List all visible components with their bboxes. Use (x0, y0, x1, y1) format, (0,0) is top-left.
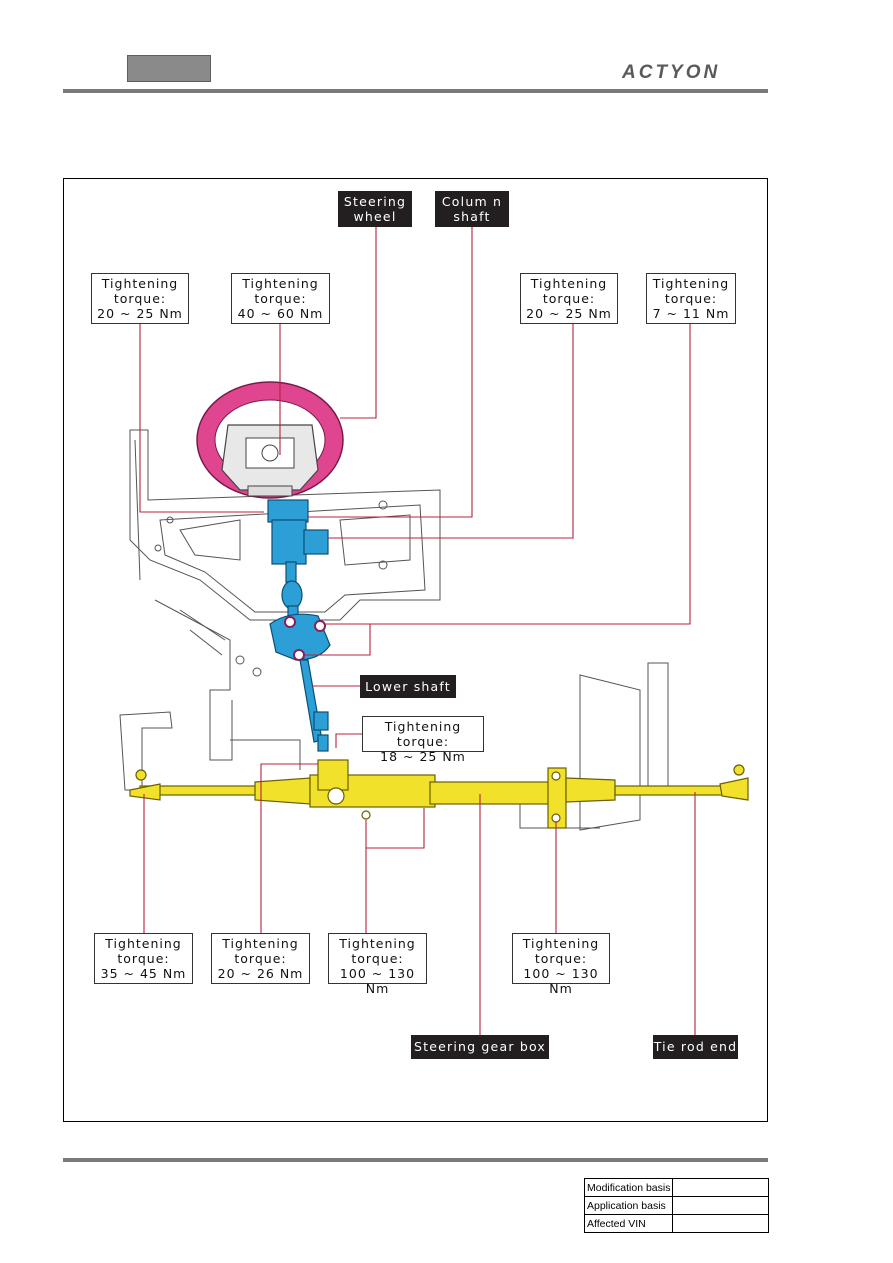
header-rule (63, 89, 768, 93)
leader-lines (139, 227, 696, 1035)
torque-box-5: Tightening torque:18 ~ 25 Nm (362, 716, 484, 764)
footer-rule (63, 1158, 768, 1162)
label-tie-rod-end: Tie rod end (653, 1035, 738, 1059)
application-basis-label: Application basis (583, 1196, 674, 1215)
affected-vin-value (672, 1214, 769, 1233)
table-row: Application basis (583, 1196, 769, 1215)
label-steering-gear-box: Steering gear box (411, 1035, 549, 1059)
svg-text:ACTYON: ACTYON (622, 62, 720, 82)
revision-info-table: Modification basis Application basis Aff… (583, 1178, 769, 1233)
label-lower-shaft: Lower shaft (360, 675, 456, 698)
table-row: Affected VIN (583, 1214, 769, 1233)
steering-wheel-illustration (196, 381, 344, 499)
table-row: Modification basis (583, 1178, 769, 1197)
application-basis-value (672, 1196, 769, 1215)
section-tab (127, 55, 211, 82)
actyon-logo: ACTYON (622, 62, 720, 82)
lower-shaft-illustration (269, 613, 331, 752)
column-shaft-illustration (267, 499, 329, 621)
vehicle-body-lineart (119, 429, 669, 831)
modification-basis-value (672, 1178, 769, 1197)
affected-vin-label: Affected VIN (583, 1214, 674, 1233)
modification-basis-label: Modification basis (583, 1178, 674, 1197)
diagram-frame (63, 178, 768, 1122)
steering-gear-box-illustration (129, 759, 749, 829)
